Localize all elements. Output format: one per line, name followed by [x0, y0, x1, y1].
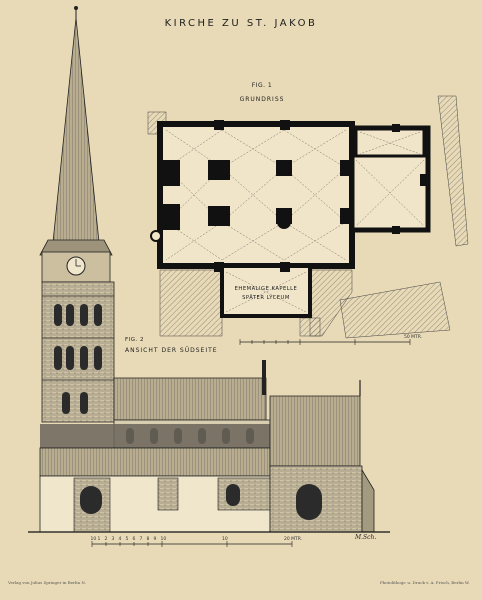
elevation-scale-tick: 10 — [91, 536, 97, 542]
south-elevation — [28, 6, 390, 547]
page-title: KIRCHE ZU ST. JAKOB — [164, 18, 318, 29]
printer-imprint: Photolithogr. u. Druck v. A. Frisch, Ber… — [380, 580, 470, 585]
plan-scale-end: 50 MTR. — [404, 334, 422, 340]
chapel-label-line2: SPÄTER LYCEUM — [242, 295, 290, 301]
ground-plan — [147, 95, 469, 345]
elevation-scale-tick: 3 — [112, 536, 115, 542]
elevation-scale-tick: 1 — [98, 536, 101, 542]
figure1-name: GRUNDRISS — [239, 96, 285, 103]
elevation-scale-tick: 6 — [133, 536, 136, 542]
draftsman-signature: M.Sch. — [355, 534, 377, 541]
figure2-label: FIG. 2 — [125, 337, 145, 343]
chapel-label: EHEMALIGE KAPELLE SPÄTER LYCEUM — [226, 285, 306, 303]
elevation-scale-tick: 9 — [154, 536, 157, 542]
publisher-imprint: Verlag von Julius Springer in Berlin N. — [8, 580, 86, 585]
figure2-name: ANSICHT DER SÜDSEITE — [125, 347, 218, 354]
elevation-scale-tick: 4 — [119, 536, 122, 542]
elevation-scale-mid: 10 — [222, 536, 228, 542]
elevation-scale-tick: 2 — [105, 536, 108, 542]
elevation-scale-tick: 8 — [147, 536, 150, 542]
elevation-scale-tick: 10 — [161, 536, 167, 542]
figure1-label: FIG. 1 — [251, 82, 273, 89]
elevation-scale-end: 20 MTR. — [284, 536, 302, 542]
chapel-label-line1: EHEMALIGE KAPELLE — [234, 286, 298, 292]
elevation-scale-tick: 5 — [126, 536, 129, 542]
elevation-scale-tick: 7 — [140, 536, 143, 542]
